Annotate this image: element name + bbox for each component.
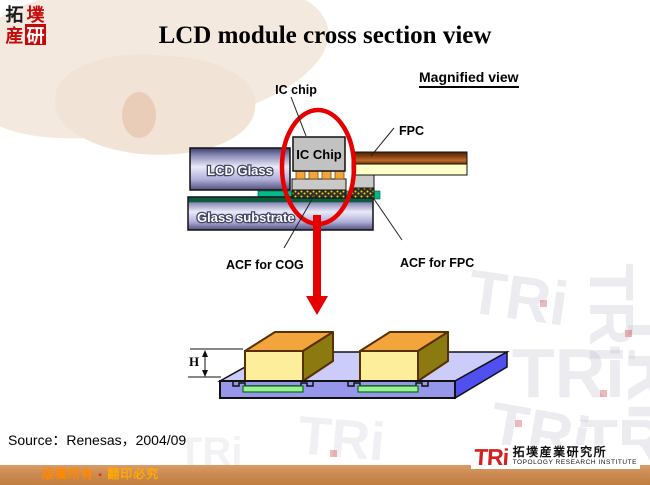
ic-chip-box-label: IC Chip — [296, 147, 342, 162]
source-text: Source：Renesas，2004/09 — [8, 432, 187, 448]
substrate-top-edge — [189, 197, 372, 203]
seal-char: 墣 — [26, 4, 45, 25]
ic-chip-callout-line — [290, 96, 307, 137]
tri-logo: TRi 拓墣産業研究所 TOPOLOGY RESEARCH INSTITUTE — [470, 444, 640, 470]
bottom-bar — [0, 465, 650, 485]
chip-bumps — [295, 170, 345, 180]
ic-chip-box: IC Chip — [292, 136, 346, 172]
acf-cog-layer — [291, 189, 347, 199]
map-watermark — [122, 92, 156, 138]
acf-fpc-label: ACF for FPC — [400, 256, 474, 270]
seal-char: 研 — [25, 24, 46, 46]
watermark-dot — [625, 330, 632, 337]
seal-char: 産 — [5, 25, 24, 46]
acf-cog-label: ACF for COG — [226, 258, 304, 272]
copyright-left: 版權所有 — [42, 467, 95, 481]
ic-chip-callout-label: IC chip — [275, 83, 317, 97]
height-marker — [188, 348, 243, 378]
glass-substrate-label: Glass substrate — [197, 210, 295, 225]
watermark-dot — [540, 300, 547, 307]
lcd-glass-bar: LCD Glass — [189, 147, 291, 191]
tri-watermark: TRi — [295, 405, 388, 473]
tri-watermark: TRi — [512, 334, 625, 412]
fpc-callout-line — [370, 127, 395, 157]
watermark-dot — [515, 420, 522, 427]
copyright-text: 版權所有 ▪ 翻印必究 — [42, 465, 159, 482]
zoom-arrow — [306, 215, 328, 315]
tri-logo-chinese: 拓墣産業研究所 — [512, 445, 608, 459]
acf-cog-callout-line — [283, 195, 315, 249]
cog-spacer-bar — [291, 178, 347, 191]
fpc-label: FPC — [399, 124, 424, 138]
tri-logo-mark: TRi — [472, 444, 509, 470]
watermark-dot — [600, 390, 607, 397]
bump-3d-view: H — [188, 331, 510, 400]
seal-char: 拓 — [5, 4, 24, 25]
copyright-separator: ▪ — [98, 470, 103, 481]
tri-logo-english: TOPOLOGY RESEARCH INSTITUTE — [512, 459, 637, 466]
acf-fpc-callout-line — [373, 198, 403, 241]
magnified-view-label: Magnified view — [419, 69, 519, 88]
tri-watermark: TRi — [613, 308, 650, 422]
lcd-glass-label: LCD Glass — [207, 163, 273, 178]
company-seal-logo: 拓 墣 産 研 — [4, 3, 46, 46]
height-label: H — [189, 354, 199, 369]
cross-section-diagram: Glass substrate LCD Glass IC Chip — [187, 83, 510, 400]
watermark-dot — [330, 450, 337, 457]
glass-substrate-bar: Glass substrate — [187, 196, 374, 231]
copyright-right: 翻印必究 — [107, 467, 160, 481]
fpc-cable — [351, 151, 468, 176]
slide-title: LCD module cross section view — [158, 22, 492, 49]
acf-fpc-layer — [351, 187, 375, 199]
